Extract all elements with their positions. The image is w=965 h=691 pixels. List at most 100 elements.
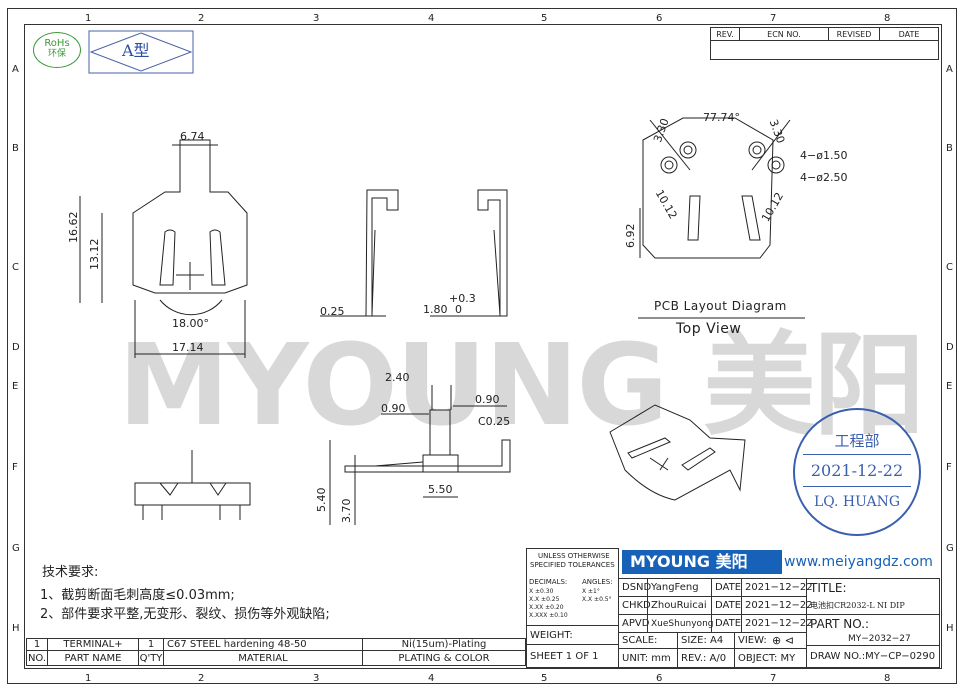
zone-col-top-1: 1 bbox=[85, 13, 92, 24]
dsnd-date-label: DATE bbox=[711, 578, 742, 597]
zone-row-right-F: F bbox=[946, 462, 952, 473]
dim-1-80: 1.80 bbox=[423, 303, 448, 316]
chkd-date: 2021−12−22 bbox=[741, 596, 813, 615]
part-value: MY−2032−27 bbox=[848, 634, 911, 644]
zone-col-bottom-7: 7 bbox=[770, 673, 777, 684]
scale-cell: SCALE: bbox=[618, 632, 678, 649]
rohs-label: RoHs bbox=[44, 38, 70, 49]
dim-0-90-right: 0.90 bbox=[475, 393, 500, 406]
stamp-name: LQ. HUANG bbox=[813, 494, 901, 510]
zone-row-left-A: A bbox=[12, 64, 19, 75]
bom-head-no: NO. bbox=[26, 650, 48, 666]
dsnd-label: DSND bbox=[618, 578, 651, 597]
tol-title-2: SPECIFIED TOLERANCES bbox=[530, 561, 615, 569]
part-cell: PART NO.: MY−2032−27 bbox=[806, 614, 940, 646]
sheet-cell: SHEET 1 OF 1 bbox=[526, 644, 619, 668]
tol-angle-1: X ±1° bbox=[582, 588, 600, 595]
type-badge-label: A型 bbox=[122, 41, 150, 60]
company-logo-text: MYOUNG 美阳 bbox=[630, 552, 748, 571]
zone-row-left-D: D bbox=[12, 342, 20, 353]
tol-line-2: X.X ±0.25 bbox=[529, 596, 560, 603]
dim-18-00: 18.00° bbox=[172, 317, 209, 330]
zone-col-top-8: 8 bbox=[884, 13, 891, 24]
rohs-badge: RoHs 环保 bbox=[33, 32, 81, 68]
dim-3-70: 3.70 bbox=[340, 498, 353, 524]
projection-icon: ⊕ ⊲ bbox=[772, 634, 794, 647]
title-label: TITLE: bbox=[810, 581, 847, 595]
dim-5-50: 5.50 bbox=[428, 483, 453, 496]
size-cell: SIZE: A4 bbox=[677, 632, 735, 649]
dsnd-date: 2021−12−22 bbox=[741, 578, 813, 597]
tech-req-title: 技术要求: bbox=[42, 565, 99, 580]
rev-cell: REV.: A/0 bbox=[677, 648, 735, 668]
zone-row-left-C: C bbox=[12, 262, 19, 273]
bom-head-plating: PLATING & COLOR bbox=[362, 650, 526, 666]
dim-6-74: 6.74 bbox=[180, 130, 205, 143]
zone-row-right-H: H bbox=[946, 623, 954, 634]
tol-line-4: X.XXX ±0.10 bbox=[529, 612, 568, 619]
zone-row-right-C: C bbox=[946, 262, 953, 273]
zone-col-bottom-1: 1 bbox=[85, 673, 92, 684]
view-cell: VIEW: bbox=[734, 632, 807, 649]
zone-col-top-6: 6 bbox=[656, 13, 663, 24]
zone-col-bottom-6: 6 bbox=[656, 673, 663, 684]
zone-row-left-B: B bbox=[12, 143, 19, 154]
dim-77-74: 77.74° bbox=[703, 111, 740, 124]
dim-0-90-left: 0.90 bbox=[381, 402, 406, 415]
bom-head-part: PART NAME bbox=[47, 650, 139, 666]
dim-2-40: 2.40 bbox=[385, 371, 410, 384]
dim-17-14: 17.14 bbox=[172, 341, 204, 354]
zone-row-left-H: H bbox=[12, 623, 20, 634]
draw-no-cell: DRAW NO.:MY−CP−0290 bbox=[806, 645, 940, 668]
bom-head-qty: Q'TY bbox=[138, 650, 164, 666]
dim-c0-25: C0.25 bbox=[478, 415, 511, 428]
tol-line-1: X ±0.30 bbox=[529, 588, 554, 595]
rev-header-date: DATE bbox=[879, 27, 939, 41]
hole-spec-2: 4−ø2.50 bbox=[800, 171, 848, 184]
rev-body bbox=[710, 40, 939, 60]
zone-row-right-D: D bbox=[946, 342, 954, 353]
sheet-outer-border bbox=[7, 8, 957, 684]
object-cell: OBJECT: MY bbox=[734, 648, 807, 668]
bom-head-material: MATERIAL bbox=[163, 650, 363, 666]
dim-tol-plus: +0.3 bbox=[449, 292, 476, 305]
stamp-dept: 工程部 bbox=[834, 432, 880, 450]
apvd-name: XueShunyong bbox=[647, 614, 713, 633]
tol-angles: ANGLES: bbox=[582, 578, 613, 586]
zone-row-right-E: E bbox=[946, 381, 953, 392]
dim-6-92: 6.92 bbox=[624, 223, 637, 249]
part-label: PART NO.: bbox=[810, 617, 870, 631]
apvd-label: APVD bbox=[618, 614, 649, 633]
hole-spec-1: 4−ø1.50 bbox=[800, 149, 848, 162]
chkd-date-label: DATE bbox=[711, 596, 742, 615]
dim-0-25: 0.25 bbox=[320, 305, 345, 318]
dim-5-40: 5.40 bbox=[315, 487, 328, 513]
zone-col-bottom-2: 2 bbox=[198, 673, 205, 684]
zone-col-bottom-4: 4 bbox=[428, 673, 435, 684]
type-badge-diamond bbox=[88, 30, 194, 74]
zone-row-left-F: F bbox=[12, 462, 18, 473]
company-logo bbox=[622, 550, 782, 574]
zone-row-left-E: E bbox=[12, 381, 19, 392]
zone-col-top-3: 3 bbox=[313, 13, 320, 24]
zone-col-bottom-5: 5 bbox=[541, 673, 548, 684]
chkd-name: ZhouRuicai bbox=[647, 596, 712, 615]
approval-stamp: 工程部 2021-12-22 LQ. HUANG bbox=[793, 408, 921, 536]
watermark: MYOUNG 美阳 bbox=[118, 321, 925, 451]
rev-header-ecn: ECN NO. bbox=[739, 27, 829, 41]
zone-col-top-7: 7 bbox=[770, 13, 777, 24]
pcb-layout-title: PCB Layout Diagram bbox=[654, 299, 787, 313]
zone-col-bottom-8: 8 bbox=[884, 673, 891, 684]
unit-cell: UNIT: mm bbox=[618, 648, 678, 668]
company-url: www.meiyangdz.com bbox=[784, 554, 933, 570]
zone-col-top-4: 4 bbox=[428, 13, 435, 24]
zone-row-left-G: G bbox=[12, 543, 20, 554]
zone-col-top-5: 5 bbox=[541, 13, 548, 24]
tech-req-1: 1、截剪断面毛刺高度≤0.03mm; bbox=[40, 588, 235, 603]
dim-tol-zero: 0 bbox=[455, 303, 462, 316]
weight-cell: WEIGHT: bbox=[526, 625, 619, 645]
zone-row-right-A: A bbox=[946, 64, 953, 75]
apvd-date-label: DATE bbox=[711, 614, 742, 633]
zone-col-top-2: 2 bbox=[198, 13, 205, 24]
